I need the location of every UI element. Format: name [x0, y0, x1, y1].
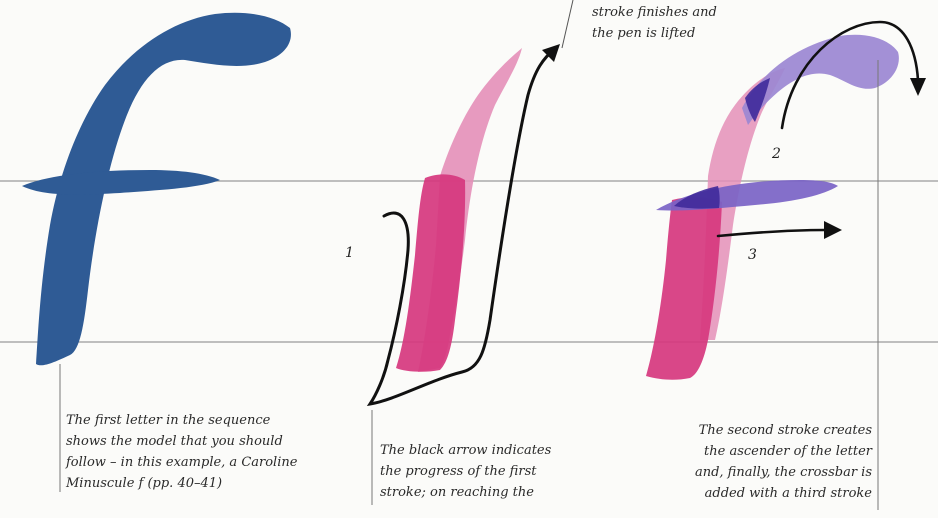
caption-line: The first letter in the sequence: [66, 410, 297, 431]
caption-line: added with a third stroke: [640, 483, 872, 504]
model-f-crossbar: [22, 170, 220, 195]
second-stroke-arrow-head: [910, 78, 926, 96]
third-stroke-arrow-path: [718, 230, 825, 236]
stroke-number-2: 2: [772, 146, 781, 162]
assembled-letter-f: [646, 35, 899, 380]
first-stroke-f: [396, 48, 522, 372]
caption-line: The second stroke creates: [640, 420, 872, 441]
caption-right: The second stroke creates the ascender o…: [640, 420, 872, 504]
model-letter-f: [22, 13, 291, 366]
caption-line: stroke finishes and: [592, 2, 717, 23]
caption-middle: The black arrow indicates the progress o…: [380, 440, 551, 503]
assembled-stem-dark: [646, 197, 722, 380]
caption-left: The first letter in the sequence shows t…: [66, 410, 297, 494]
caption-line: the progress of the first: [380, 461, 551, 482]
caption-line: stroke; on reaching the: [380, 482, 551, 503]
crossbar-overlap: [674, 186, 720, 209]
caption-line: the ascender of the letter: [640, 441, 872, 462]
third-stroke-arrow-head: [824, 221, 842, 239]
caption-line: follow – in this example, a Caroline: [66, 452, 297, 473]
caption-line: and, finally, the crossbar is: [640, 462, 872, 483]
caption-line: the pen is lifted: [592, 23, 717, 44]
caption-line: Minuscule f (pp. 40–41): [66, 473, 297, 494]
caption-line: The black arrow indicates: [380, 440, 551, 461]
top-caption-pointer: [562, 0, 573, 48]
caption-top-right: stroke finishes and the pen is lifted: [592, 2, 717, 44]
stroke-number-3: 3: [748, 247, 757, 263]
third-stroke-arrow: [718, 221, 842, 239]
stroke-number-1: 1: [345, 245, 354, 261]
caption-line: shows the model that you should: [66, 431, 297, 452]
